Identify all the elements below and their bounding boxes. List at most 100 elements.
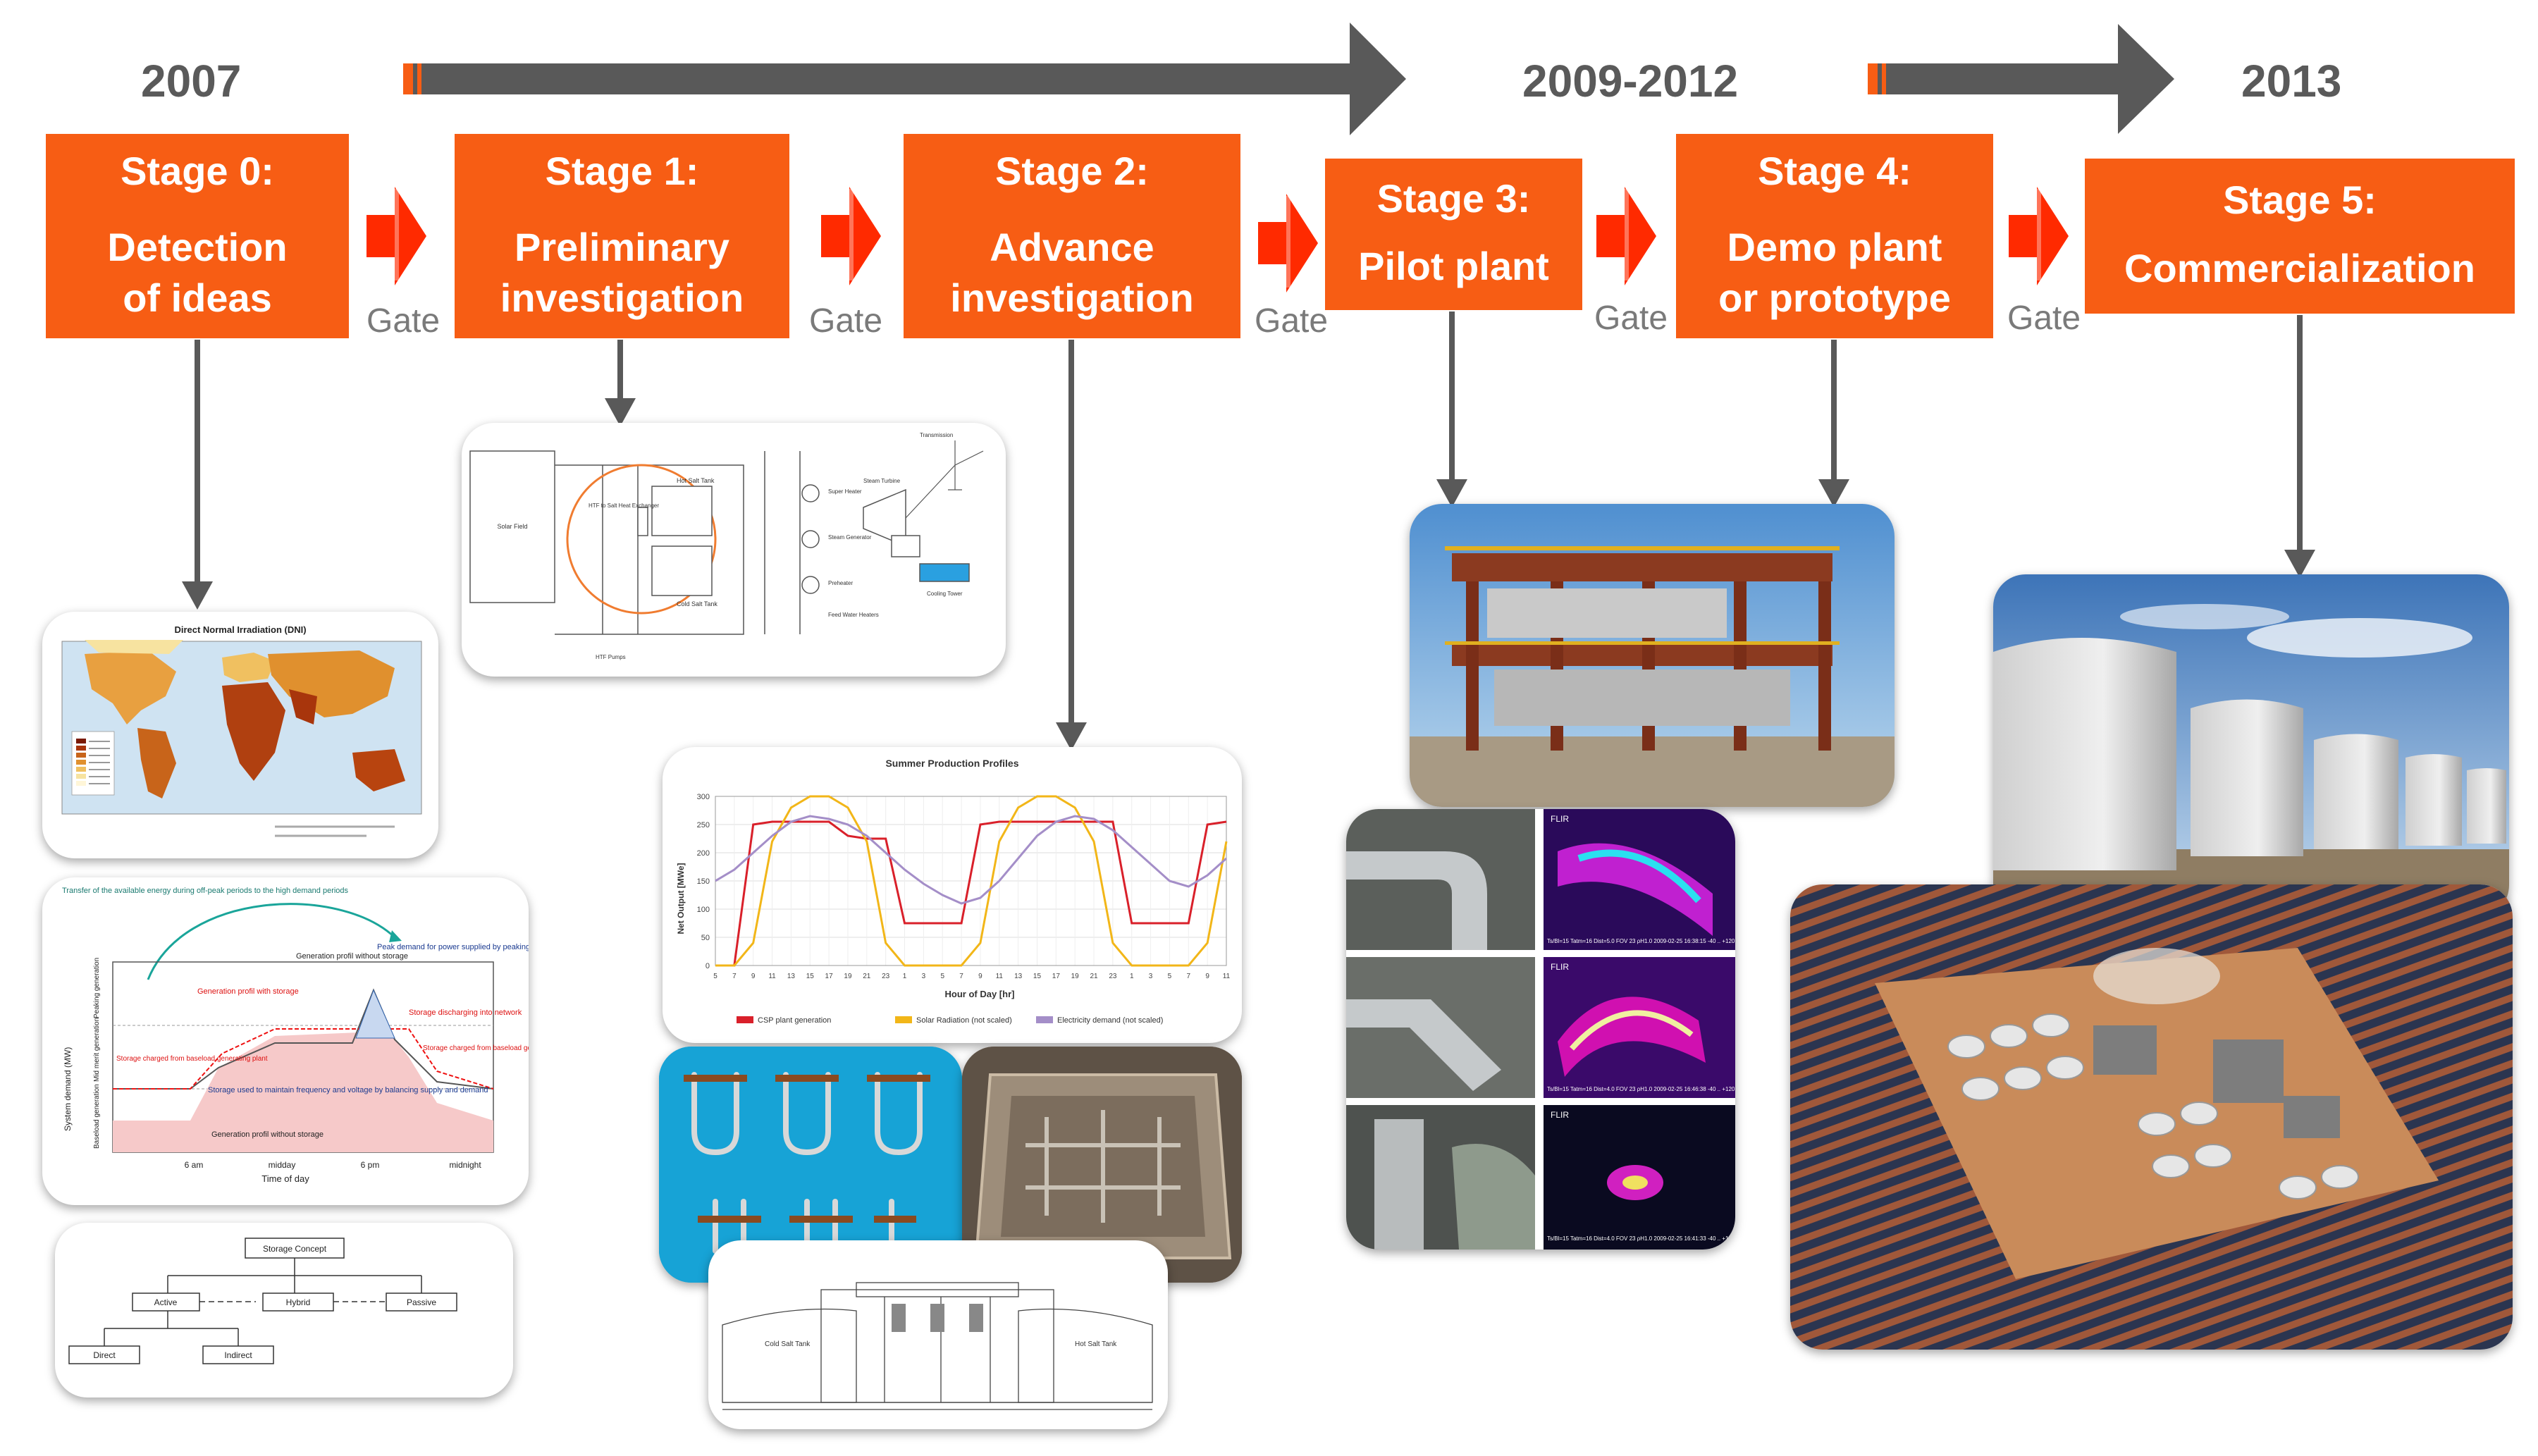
thermal-2: FLIR Ts/Bl=15 Tatm=16 Dist=4.0 FOV 23 ρH… xyxy=(1544,957,1735,1098)
x-tick-label: 5 xyxy=(940,973,944,980)
gate-label-2: Gate xyxy=(809,302,883,340)
thermal-1: FLIR Ts/Bl=15 Tatm=16 Dist=5.0 FOV 23 ρH… xyxy=(1544,809,1735,950)
demand-xtick-2: 6 pm xyxy=(361,1160,380,1170)
y-tick-label: 200 xyxy=(697,849,710,858)
x-tick-label: 17 xyxy=(825,973,834,980)
storage-tree: Storage Concept Active Hybrid Passive Di… xyxy=(68,1238,457,1364)
demand-gen-with: Generation profil with storage xyxy=(197,987,299,996)
band-mid: Mid merit generation xyxy=(93,1018,101,1082)
stage-3-box: Stage 3: Pilot plant xyxy=(1325,159,1582,310)
stage-0-desc: Detection of ideas xyxy=(107,225,288,320)
pipe-photo-1 xyxy=(1346,809,1535,950)
stage-3-title: Stage 3: xyxy=(1376,175,1531,221)
demand-chart: Transfer of the available energy during … xyxy=(62,887,529,1184)
x-tick-label: 13 xyxy=(1014,973,1023,980)
x-tick-label: 9 xyxy=(751,973,756,980)
dni-map: Direct Normal Irradiation (DNI) xyxy=(61,624,422,837)
stage-4-desc: Demo plant or prototype xyxy=(1718,225,1951,320)
thermal-2-brand: FLIR xyxy=(1551,962,1569,972)
x-tick-label: 13 xyxy=(787,973,796,980)
sch-htf-exchanger: HTF to Salt Heat Exchanger xyxy=(589,502,659,509)
sch-hot-tank: Hot Salt Tank xyxy=(677,477,715,484)
sch-solar-field: Solar Field xyxy=(497,523,527,530)
sch-steam-gen: Steam Generator xyxy=(828,534,872,541)
demand-xtick-1: midday xyxy=(269,1160,296,1170)
timeline-arrow-long xyxy=(403,23,1406,135)
series-line-2 xyxy=(715,815,1227,905)
stage-2-box: Stage 2: Advance investigation xyxy=(904,134,1240,338)
down-arrow-2 xyxy=(1056,722,1087,751)
plant-schematic: Solar Field Hot Salt Tank Cold Salt Tank… xyxy=(469,432,984,660)
x-tick-label: 7 xyxy=(732,973,737,980)
y-tick-label: 0 xyxy=(706,962,710,970)
demand-chart-panel: Transfer of the available energy during … xyxy=(42,877,529,1205)
y-tick-label: 50 xyxy=(701,934,710,942)
band-peaking: Peaking generation xyxy=(93,958,101,1018)
demand-used-to: Storage used to maintain frequency and v… xyxy=(208,1086,488,1094)
x-tick-label: 5 xyxy=(1168,973,1172,980)
production-chart-panel: Summer Production Profiles Net Output [M… xyxy=(663,747,1242,1043)
band-base: Baseload generation xyxy=(93,1084,101,1149)
storage-tanks-drawing xyxy=(1993,574,2509,918)
aerial-plant-photo xyxy=(1790,884,2513,1350)
tank-hot-label: Hot Salt Tank xyxy=(1075,1340,1117,1348)
pipe-photo-2 xyxy=(1346,957,1535,1098)
stage-1-box: Stage 1: Preliminary investigation xyxy=(455,134,789,338)
stage-5-title: Stage 5: xyxy=(2223,178,2377,223)
tank-drawing: Cold Salt Tank Hot Salt Tank xyxy=(722,1282,1153,1410)
tree-root: Storage Concept xyxy=(263,1244,327,1254)
demand-charged-2: Storage charged from baseload generating… xyxy=(423,1044,529,1052)
stage-3-desc: Pilot plant xyxy=(1358,244,1549,289)
gate-label-3: Gate xyxy=(1255,302,1329,340)
aerial-plant-drawing xyxy=(1790,884,2513,1350)
sch-feed-water: Feed Water Heaters xyxy=(828,612,879,618)
stage-5-desc: Commercialization xyxy=(2124,245,2475,290)
x-tick-label: 15 xyxy=(1033,973,1042,980)
storage-area xyxy=(113,1022,493,1152)
gate-arrow-4 xyxy=(1596,187,1656,285)
legend-swatch-2 xyxy=(1036,1016,1053,1023)
legend-label-1: Solar Radiation (not scaled) xyxy=(916,1016,1012,1025)
gate-label-4: Gate xyxy=(1594,300,1668,337)
stage-4-box: Stage 4: Demo plant or prototype xyxy=(1676,134,1993,338)
demand-discharging: Storage discharging into network xyxy=(409,1008,522,1017)
y-tick-label: 100 xyxy=(697,906,710,914)
sch-preheater: Preheater xyxy=(828,580,853,586)
tank-drawing-panel: Cold Salt Tank Hot Salt Tank xyxy=(708,1240,1168,1429)
plant-schematic-panel: Solar Field Hot Salt Tank Cold Salt Tank… xyxy=(462,423,1006,677)
demand-ylabel: System demand (MW) xyxy=(63,1047,73,1131)
thermal-1-brand: FLIR xyxy=(1551,814,1569,824)
x-tick-label: 15 xyxy=(806,973,815,980)
pipe-photo-3 xyxy=(1346,1105,1535,1250)
tree-passive: Passive xyxy=(407,1297,436,1307)
connector-arrows xyxy=(182,311,2315,751)
dni-map-panel: Direct Normal Irradiation (DNI) xyxy=(42,612,438,858)
sch-transmission: Transmission xyxy=(920,432,953,438)
thermography-grid: FLIR Ts/Bl=15 Tatm=16 Dist=5.0 FOV 23 ρH… xyxy=(1346,809,1735,1250)
thermal-2-info: Ts/Bl=15 Tatm=16 Dist=4.0 FOV 23 ρH1.0 2… xyxy=(1547,1086,1735,1092)
storage-tree-panel: Storage Concept Active Hybrid Passive Di… xyxy=(55,1223,513,1398)
chart-ylabel: Net Output [MWe] xyxy=(676,863,686,934)
x-tick-label: 21 xyxy=(1090,973,1098,980)
sch-cold-tank: Cold Salt Tank xyxy=(677,600,717,607)
stage-1-desc: Preliminary investigation xyxy=(500,225,744,320)
legend-label-2: Electricity demand (not scaled) xyxy=(1057,1016,1163,1025)
x-tick-label: 9 xyxy=(978,973,982,980)
series-line-0 xyxy=(715,820,1227,967)
y-tick-label: 150 xyxy=(697,877,710,886)
gate-label-5: Gate xyxy=(2007,300,2081,337)
dni-map-title: Direct Normal Irradiation (DNI) xyxy=(174,624,306,635)
legend-label-0: CSP plant generation xyxy=(758,1016,831,1025)
gate-arrows xyxy=(366,187,2069,292)
tree-hybrid: Hybrid xyxy=(286,1297,311,1307)
demand-gen-without: Generation profil without storage xyxy=(296,952,408,961)
demand-peak: Peak demand for power supplied by peakin… xyxy=(377,943,529,951)
y-tick-label: 250 xyxy=(697,821,710,829)
x-tick-label: 21 xyxy=(863,973,871,980)
legend-swatch-0 xyxy=(737,1016,753,1023)
x-tick-label: 19 xyxy=(844,973,852,980)
demand-annot-transfer: Transfer of the available energy during … xyxy=(62,887,349,895)
gate-label-1: Gate xyxy=(366,302,441,340)
x-tick-label: 11 xyxy=(768,973,776,980)
demand-xtick-0: 6 am xyxy=(185,1160,204,1170)
